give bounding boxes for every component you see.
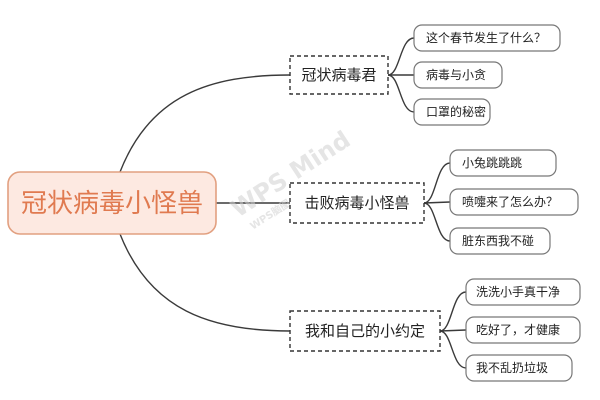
leaf-node-box xyxy=(465,316,581,344)
leaf-node-box xyxy=(449,227,551,255)
leaf-node-box xyxy=(465,354,573,382)
root-node-box xyxy=(7,171,217,235)
leaf-node-label: 这个春节发生了什么？ xyxy=(426,30,546,45)
leaf-node-label: 吃好了，才健康 xyxy=(476,322,560,337)
connector-line xyxy=(423,162,451,204)
branch-node-label: 击败病毒小怪兽 xyxy=(304,194,409,212)
connector-line xyxy=(423,202,451,242)
root-node-label: 冠状病毒小怪兽 xyxy=(21,189,203,219)
branch-node-box xyxy=(289,310,441,352)
leaf-node-box xyxy=(413,98,491,126)
leaf-node-box xyxy=(413,24,561,52)
connector-lines xyxy=(119,37,467,369)
connector-line xyxy=(387,37,415,76)
connector-line xyxy=(439,330,467,369)
leaf-node-label: 小兔跳跳跳 xyxy=(462,155,522,170)
branch-node-label: 冠状病毒君 xyxy=(301,66,376,84)
leaf-node[interactable]: 我不乱扔垃圾 xyxy=(465,354,573,382)
connector-line xyxy=(423,201,451,204)
root-node[interactable]: 冠状病毒小怪兽 xyxy=(7,171,217,235)
leaf-node-box xyxy=(465,278,581,306)
leaf-node-label: 病毒与小贪 xyxy=(426,67,486,82)
connector-line xyxy=(439,329,467,332)
branch-node-label: 我和自己的小约定 xyxy=(305,322,425,340)
connector-line xyxy=(119,74,291,173)
branch-node-box xyxy=(289,182,425,224)
branch-nodes: 冠状病毒君 击败病毒小怪兽 我和自己的小约定 xyxy=(289,55,441,352)
leaf-nodes: 这个春节发生了什么？ 病毒与小贪 口罩的秘密 小兔跳跳跳 喷嚏来了怎么办？ 脏东… xyxy=(413,24,581,382)
leaf-node-box xyxy=(449,188,579,216)
leaf-node[interactable]: 脏东西我不碰 xyxy=(449,227,551,255)
connector-line xyxy=(119,233,291,332)
leaf-node[interactable]: 喷嚏来了怎么办？ xyxy=(449,188,579,216)
leaf-node[interactable]: 吃好了，才健康 xyxy=(465,316,581,344)
connector-line xyxy=(439,291,467,332)
leaf-node[interactable]: 这个春节发生了什么？ xyxy=(413,24,561,52)
leaf-node-label: 口罩的秘密 xyxy=(426,104,486,119)
branch-node-1[interactable]: 冠状病毒君 xyxy=(289,55,389,95)
leaf-node-box xyxy=(413,61,503,89)
leaf-node[interactable]: 病毒与小贪 xyxy=(413,61,503,89)
leaf-node[interactable]: 口罩的秘密 xyxy=(413,98,491,126)
leaf-node-label: 脏东西我不碰 xyxy=(462,233,534,248)
leaf-node-label: 喷嚏来了怎么办？ xyxy=(462,194,558,209)
branch-node-2[interactable]: 击败病毒小怪兽 xyxy=(289,182,425,224)
leaf-node-label: 我不乱扔垃圾 xyxy=(476,360,548,375)
leaf-node[interactable]: 小兔跳跳跳 xyxy=(449,149,557,177)
branch-node-box xyxy=(289,55,389,95)
connector-line xyxy=(387,74,415,113)
leaf-node-label: 洗洗小手真干净 xyxy=(476,285,560,299)
leaf-node-box xyxy=(449,149,557,177)
branch-node-3[interactable]: 我和自己的小约定 xyxy=(289,310,441,352)
leaf-node[interactable]: 洗洗小手真干净 xyxy=(465,278,581,306)
